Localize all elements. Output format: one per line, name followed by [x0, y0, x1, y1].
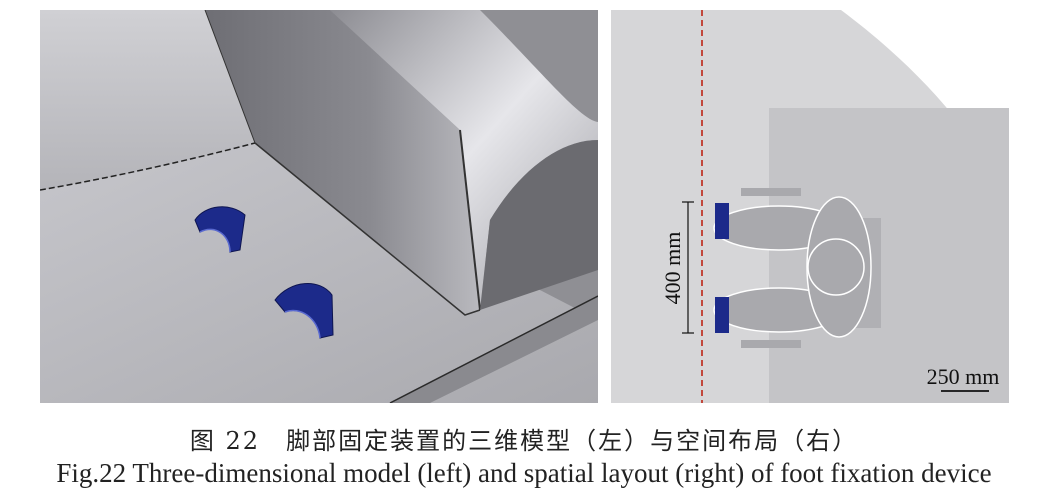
model-3d-illustration [40, 10, 598, 403]
foot-holder-marker-lower [715, 297, 729, 333]
figure-caption-english: Fig.22 Three-dimensional model (left) an… [56, 458, 992, 488]
foot-holder-upper [194, 206, 246, 253]
figure-caption-chinese: 图 22 脚部固定装置的三维模型（左）与空间布局（右） [189, 427, 859, 455]
dimension-label: 400 mm [660, 232, 685, 305]
foot-holder-lower [274, 283, 334, 339]
foot-holder-marker-upper [715, 203, 729, 239]
head [807, 238, 865, 296]
armrest-bottom [741, 340, 801, 348]
vertical-support-panel [205, 10, 480, 315]
curved-wall-region [841, 10, 1009, 205]
scale-bar-label: 250 mm [927, 364, 1000, 389]
spatial-layout-panel: 400 mm 250 mm [611, 10, 1009, 403]
armrest-top [741, 188, 801, 196]
spatial-layout-diagram: 400 mm 250 mm [611, 10, 1009, 403]
left-wall [40, 10, 255, 190]
seat-area [769, 108, 1009, 403]
floor-surface [40, 143, 598, 403]
model-3d-panel [40, 10, 598, 403]
